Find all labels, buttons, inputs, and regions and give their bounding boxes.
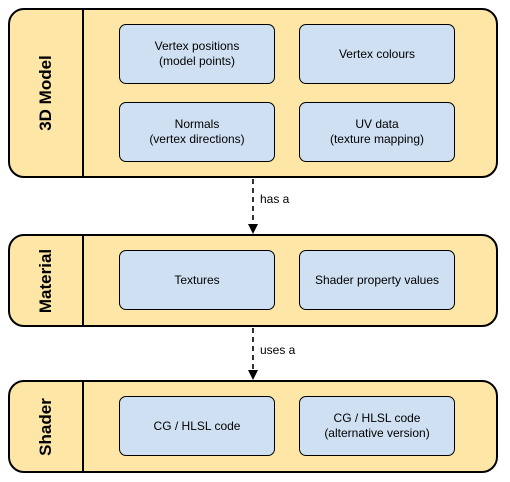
box-vertex-positions: Vertex positions (model points) xyxy=(119,24,275,84)
connector-label-has-a: has a xyxy=(260,192,290,206)
group-label-column: Material xyxy=(10,236,84,325)
box-cg-hlsl-code: CG / HLSL code xyxy=(119,396,275,456)
box-normals: Normals (vertex directions) xyxy=(119,102,275,162)
box-cg-hlsl-code-alternative: CG / HLSL code (alternative version) xyxy=(299,396,455,456)
group-label-column: 3D Model xyxy=(10,10,84,176)
connector-label-uses-a: uses a xyxy=(260,343,296,357)
group-label-column: Shader xyxy=(10,382,84,471)
group-shader: Shader CG / HLSL code CG / HLSL code (al… xyxy=(8,380,498,473)
group-3d-model: 3D Model Vertex positions (model points)… xyxy=(8,8,498,178)
box-shader-property-values: Shader property values xyxy=(299,250,455,310)
box-vertex-colours: Vertex colours xyxy=(299,24,455,84)
group-material: Material Textures Shader property values xyxy=(8,234,498,327)
box-textures: Textures xyxy=(119,250,275,310)
box-uv-data: UV data (texture mapping) xyxy=(299,102,455,162)
